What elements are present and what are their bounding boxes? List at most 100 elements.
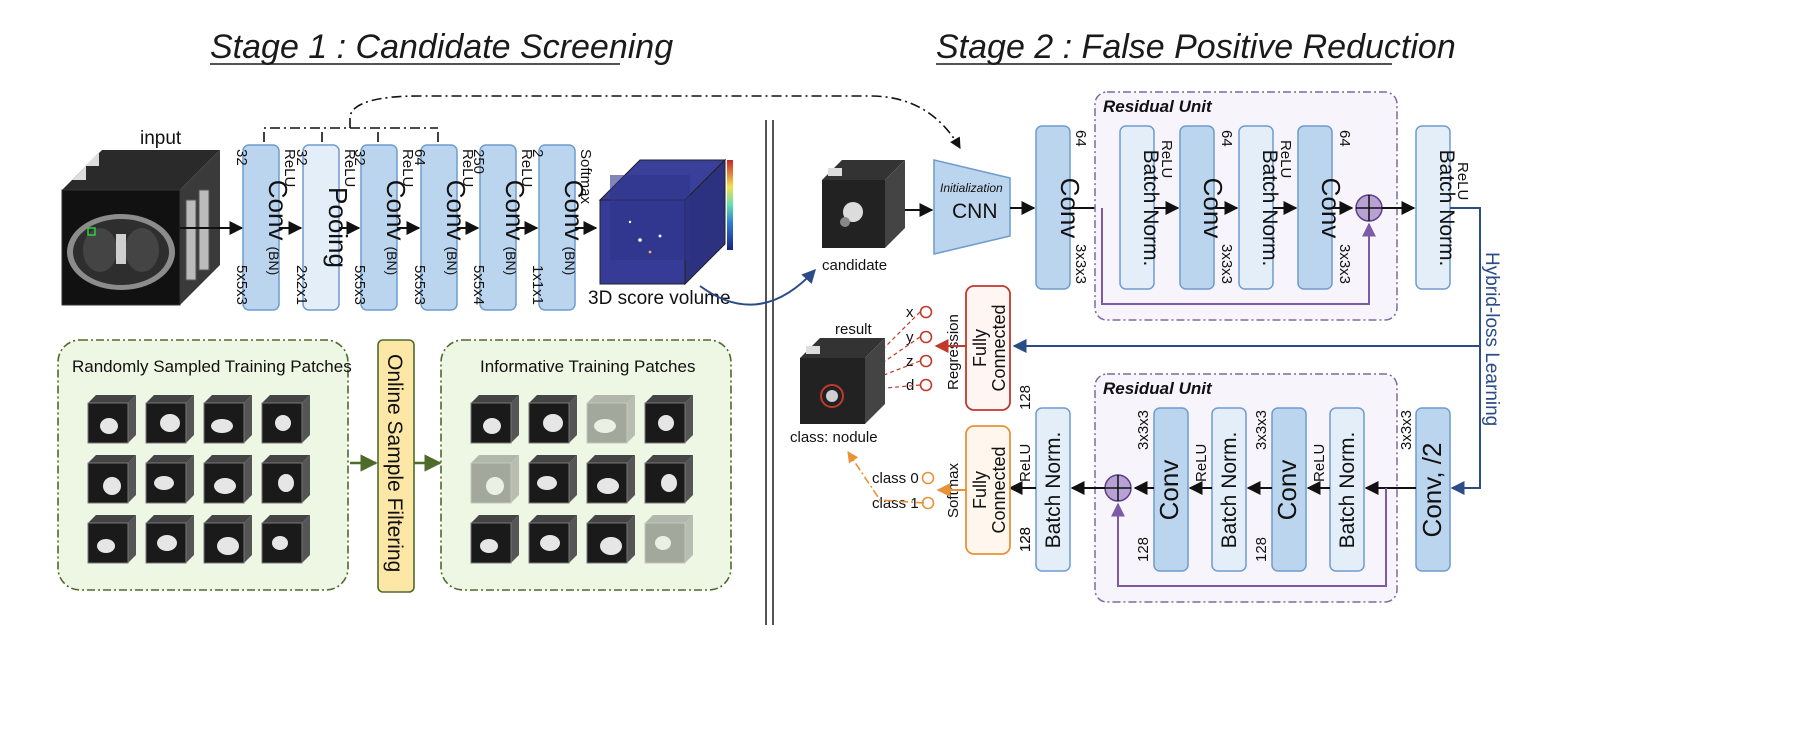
informative-patches-patch (470, 395, 519, 444)
fc-regression-block (965, 285, 1011, 411)
stage1-layer-4-kernel: 5x5x3 (411, 265, 428, 305)
conv-half-kernel: 3x3x3 (1398, 410, 1415, 450)
bottom-unit-conv1-kernel: 3x3x3 (1253, 410, 1270, 450)
regression-label: Regression (945, 314, 962, 390)
bottom-unit-conv2-kernel: 3x3x3 (1135, 410, 1152, 450)
regression-node-z (919, 354, 933, 368)
bottom-unit-conv2-channels: 128 (1135, 537, 1152, 562)
top-unit-bn1-label: Batch Norm. (1139, 150, 1162, 267)
stage1-layer-stack: Conv(BN)325x5x3ReLUPooing322x2x1ReLUConv… (233, 144, 598, 311)
random-patches-patch (145, 455, 194, 504)
bottom-unit-conv1-label: Conv (1272, 460, 1302, 521)
regression-node-d (919, 378, 933, 392)
stage1-layer-2-kernel: 2x2x1 (293, 265, 310, 305)
stage1-layer-2-activation: ReLU (341, 149, 358, 187)
bottom-unit-bn1-relu: ReLU (1311, 444, 1328, 482)
top-unit-conv2-kernel: 3x3x3 (1336, 244, 1353, 284)
top-unit-conv1-kernel: 3x3x3 (1218, 244, 1235, 284)
stage1-layer-3-activation: ReLU (399, 149, 416, 187)
random-patches-patch (87, 515, 136, 564)
classification-output-1: class 1 (872, 495, 919, 512)
stage2-conv-kernel: 3x3x3 (1072, 244, 1089, 284)
bn-out-label: Batch Norm. (1435, 150, 1458, 267)
stage1-layer-2-channels: 32 (293, 149, 310, 166)
bottom-unit-bn2 (1211, 407, 1247, 572)
regression-output-y: y (906, 329, 914, 346)
top-unit-bn2-label: Batch Norm. (1258, 150, 1281, 267)
fc-regression-label-1: Fully (970, 329, 990, 367)
bottom-unit-conv1-channels: 128 (1253, 537, 1270, 562)
conv-half-block (1415, 407, 1451, 572)
informative-patches-grid (470, 395, 693, 564)
stage1-layer-6-activation: Softmax (577, 149, 594, 205)
random-patches-patch (261, 455, 310, 504)
random-patches-patch (261, 515, 310, 564)
bottom-unit-conv2-label: Conv (1154, 460, 1184, 521)
stage2-conv-channels: 64 (1072, 130, 1089, 147)
fc-regression-label-2: Connected (989, 304, 1009, 391)
class-label: class: nodule (790, 429, 878, 446)
bn-final-label: Batch Norm. (1042, 432, 1065, 549)
stage1-layer-1-kernel: 5x5x3 (233, 265, 250, 305)
regression-node-x (919, 305, 933, 319)
informative-patches-patch (470, 455, 519, 504)
top-unit-bn2-relu: ReLU (1277, 140, 1294, 178)
bottom-unit-bn1-label: Batch Norm. (1336, 432, 1359, 549)
random-patches-patch (145, 395, 194, 444)
stage1-layer-6-channels: 2 (529, 149, 546, 157)
transfer-dashed-arrow (263, 95, 961, 149)
online-sample-filtering (377, 339, 415, 593)
random-patches-grid (87, 395, 310, 564)
candidate-volume (822, 160, 905, 248)
residual-unit-top-label: Residual Unit (1103, 97, 1213, 116)
input-volume (61, 150, 220, 306)
fc-classification-channels: 128 (1017, 527, 1034, 552)
stage1-layer-5-activation: ReLU (518, 149, 535, 187)
random-patches-patch (203, 515, 252, 564)
skip-connection-bottom (1111, 488, 1387, 587)
random-patches-patch (87, 455, 136, 504)
score-volume (598, 158, 733, 286)
stage1-layer-1-channels: 32 (233, 149, 250, 166)
informative-patches-title: Informative Training Patches (480, 357, 695, 376)
informative-patches-patch (470, 515, 519, 564)
stage1-layer-4-channels: 64 (411, 149, 428, 166)
random-patches-patch (203, 455, 252, 504)
score-to-candidate-arrow (699, 268, 816, 306)
top-unit-conv1-channels: 64 (1218, 130, 1235, 147)
residual-unit-bottom-label: Residual Unit (1103, 379, 1213, 398)
informative-patches-patch (528, 515, 577, 564)
relu-final-label: ReLU (1017, 444, 1034, 482)
fc-classification-label-2: Connected (989, 446, 1009, 533)
stage-divider (765, 120, 774, 625)
random-patches-patch (203, 395, 252, 444)
random-patches-patch (261, 395, 310, 444)
stage1-layer-4-activation: ReLU (459, 149, 476, 187)
conv-half-label: Conv, /2 (1417, 443, 1447, 538)
hybrid-loss-path (1450, 207, 1481, 495)
informative-patches-patch (528, 395, 577, 444)
hybrid-loss-label: Hybrid-loss Learning (1481, 252, 1502, 426)
result-label: result (835, 321, 873, 338)
informative-patches-patch (586, 395, 635, 444)
fc-regression-channels: 128 (1017, 385, 1034, 410)
informative-patches-patch (586, 455, 635, 504)
skip-connection-top (1101, 208, 1376, 305)
informative-patches-patch (644, 515, 693, 564)
relu-out-label: ReLU (1454, 162, 1471, 200)
bn-final-channels: 128 (1017, 527, 1034, 552)
informative-patches-patch (644, 395, 693, 444)
informative-patches-patch (644, 455, 693, 504)
regression-output-x: x (906, 304, 914, 321)
result-volume (800, 338, 885, 424)
informative-patches-patch (528, 455, 577, 504)
bottom-unit-bn2-label: Batch Norm. (1218, 432, 1241, 549)
stage1-layer-3-kernel: 5x5x3 (351, 265, 368, 305)
init-label: Initialization (940, 181, 1003, 195)
bottom-unit-conv2 (1153, 407, 1189, 572)
classification-node-0 (921, 471, 935, 485)
